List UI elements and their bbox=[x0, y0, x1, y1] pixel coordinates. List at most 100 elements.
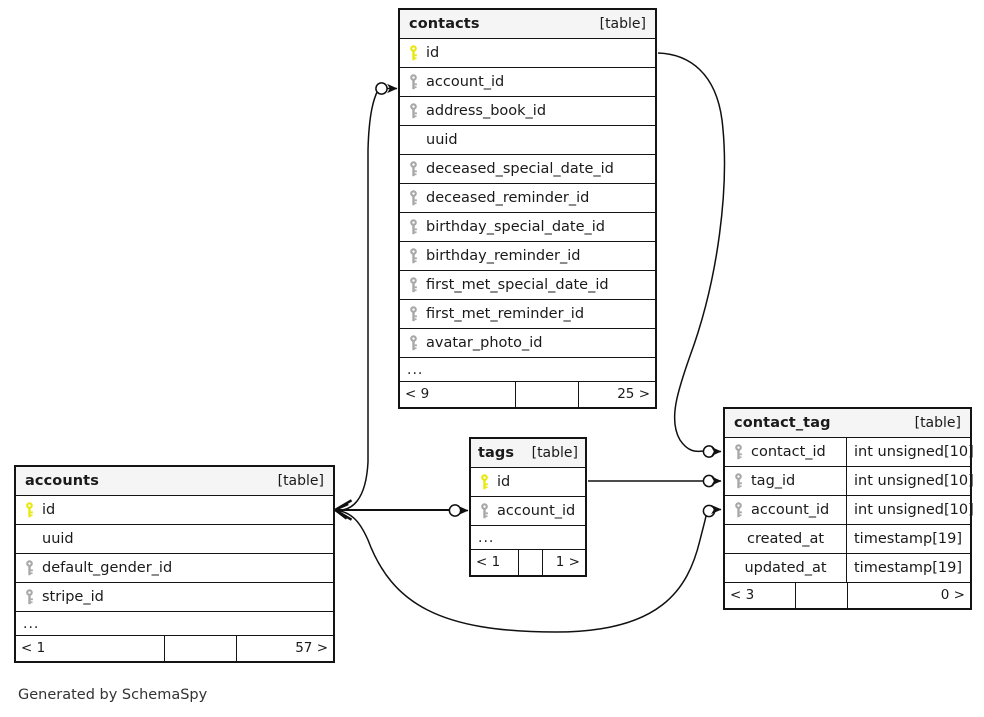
column-name: uuid bbox=[42, 530, 74, 547]
column-cell-contacts-avatar-photo-id: avatar_photo_id bbox=[400, 329, 655, 357]
table-row[interactable]: deceased_special_date_id bbox=[400, 155, 655, 184]
foreign-key-icon bbox=[26, 560, 33, 576]
table-row[interactable]: birthday_reminder_id bbox=[400, 242, 655, 271]
table-header-accounts: accounts [table] bbox=[16, 467, 333, 496]
incoming-relations-count[interactable]: < 9 bbox=[400, 382, 516, 407]
column-name: address_book_id bbox=[426, 102, 547, 119]
column-cell-contacts-uuid: uuid bbox=[400, 126, 655, 154]
table-node-contact-tag[interactable]: contact_tag [table] contact_id int unsig… bbox=[723, 407, 974, 610]
table-row[interactable]: stripe_id bbox=[16, 583, 333, 612]
table-footer-contacts: < 9 25 > bbox=[400, 382, 655, 407]
column-cell-contact-tag-tag-id: tag_id bbox=[725, 467, 846, 495]
column-name: updated_at bbox=[744, 559, 827, 576]
column-cell-tags-account-id: account_id bbox=[471, 497, 585, 525]
column-name: default_gender_id bbox=[42, 559, 173, 576]
column-type: timestamp[19] bbox=[846, 554, 970, 582]
foreign-key-icon bbox=[735, 473, 742, 489]
table-title-tags: tags bbox=[478, 444, 515, 461]
table-footer-contact-tag: < 3 0 > bbox=[725, 583, 970, 608]
table-row[interactable]: created_at timestamp[19] bbox=[725, 525, 970, 554]
incoming-relations-count[interactable]: < 1 bbox=[16, 636, 165, 661]
column-name: deceased_reminder_id bbox=[426, 189, 590, 206]
column-type: int unsigned[10] bbox=[846, 438, 974, 466]
column-name: deceased_special_date_id bbox=[426, 160, 614, 177]
column-name: first_met_reminder_id bbox=[426, 305, 585, 322]
column-cell-contact-tag-created-at: created_at bbox=[725, 525, 846, 553]
column-name: tag_id bbox=[751, 472, 796, 489]
outgoing-relations-count[interactable]: 0 > bbox=[940, 586, 965, 603]
table-title-contacts: contacts bbox=[409, 15, 480, 32]
column-name: birthday_special_date_id bbox=[426, 218, 606, 235]
generated-by-credit: Generated by SchemaSpy bbox=[18, 687, 208, 703]
outgoing-relations-count[interactable]: 25 > bbox=[617, 385, 650, 402]
primary-key-icon bbox=[26, 502, 33, 518]
foreign-key-icon bbox=[410, 190, 417, 206]
table-row[interactable]: uuid bbox=[16, 525, 333, 554]
column-name: stripe_id bbox=[42, 588, 104, 605]
outgoing-relations-count[interactable]: 57 > bbox=[295, 639, 328, 656]
table-row[interactable]: deceased_reminder_id bbox=[400, 184, 655, 213]
table-row[interactable]: updated_at timestamp[19] bbox=[725, 554, 970, 583]
table-kind-contacts: [table] bbox=[599, 16, 646, 32]
column-cell-contacts-address-book-id: address_book_id bbox=[400, 97, 655, 125]
table-row[interactable]: contact_id int unsigned[10] bbox=[725, 438, 974, 467]
table-row[interactable]: tag_id int unsigned[10] bbox=[725, 467, 974, 496]
column-name: account_id bbox=[751, 501, 830, 518]
column-cell-contacts-id: id bbox=[400, 39, 655, 67]
column-cell-contacts-first-met-reminder-id: first_met_reminder_id bbox=[400, 300, 655, 328]
column-name: uuid bbox=[426, 131, 458, 148]
incoming-relations-count[interactable]: < 1 bbox=[471, 550, 519, 575]
column-cell-accounts-stripe-id: stripe_id bbox=[16, 583, 333, 611]
table-row[interactable]: uuid bbox=[400, 126, 655, 155]
table-row[interactable]: account_id bbox=[400, 68, 655, 97]
column-name: created_at bbox=[746, 530, 825, 547]
foreign-key-icon bbox=[26, 589, 33, 605]
column-name: account_id bbox=[497, 502, 576, 519]
table-header-tags: tags [table] bbox=[471, 439, 585, 468]
foreign-key-icon bbox=[410, 103, 417, 119]
table-row[interactable]: id bbox=[400, 39, 655, 68]
table-title-contact-tag: contact_tag bbox=[734, 414, 831, 431]
table-row[interactable]: account_id bbox=[471, 497, 585, 526]
column-cell-contact-tag-contact-id: contact_id bbox=[725, 438, 846, 466]
table-row[interactable]: address_book_id bbox=[400, 97, 655, 126]
column-cell-contacts-birthday-reminder-id: birthday_reminder_id bbox=[400, 242, 655, 270]
table-row[interactable]: avatar_photo_id bbox=[400, 329, 655, 358]
column-cell-contact-tag-updated-at: updated_at bbox=[725, 554, 846, 582]
foreign-key-icon bbox=[410, 219, 417, 235]
column-cell-accounts-id: id bbox=[16, 496, 333, 524]
table-kind-contact-tag: [table] bbox=[914, 415, 961, 431]
column-name: id bbox=[497, 473, 511, 490]
footer-middle-cell bbox=[516, 382, 579, 407]
foreign-key-icon bbox=[481, 503, 488, 519]
column-type: int unsigned[10] bbox=[846, 496, 974, 524]
foreign-key-icon bbox=[410, 74, 417, 90]
column-name: first_met_special_date_id bbox=[426, 276, 609, 293]
table-row[interactable]: birthday_special_date_id bbox=[400, 213, 655, 242]
incoming-relations-count[interactable]: < 3 bbox=[725, 583, 796, 608]
table-kind-accounts: [table] bbox=[277, 473, 324, 489]
table-footer-tags: < 1 1 > bbox=[471, 550, 585, 575]
column-cell-contacts-deceased-reminder-id: deceased_reminder_id bbox=[400, 184, 655, 212]
table-row[interactable]: id bbox=[16, 496, 333, 525]
table-node-tags[interactable]: tags [table] id bbox=[469, 437, 587, 577]
footer-middle-cell bbox=[165, 636, 237, 661]
column-cell-accounts-uuid: uuid bbox=[16, 525, 333, 553]
table-node-contacts[interactable]: contacts [table] id bbox=[398, 8, 657, 409]
table-row[interactable]: first_met_reminder_id bbox=[400, 300, 655, 329]
column-cell-contacts-birthday-special-date-id: birthday_special_date_id bbox=[400, 213, 655, 241]
column-cell-contacts-account-id: account_id bbox=[400, 68, 655, 96]
footer-middle-cell bbox=[796, 583, 848, 608]
table-node-accounts[interactable]: accounts [table] id uuid bbox=[14, 465, 335, 663]
table-row[interactable]: account_id int unsigned[10] bbox=[725, 496, 974, 525]
table-footer-accounts: < 1 57 > bbox=[16, 636, 333, 661]
outgoing-relations-count[interactable]: 1 > bbox=[555, 553, 580, 570]
column-name: id bbox=[426, 44, 440, 61]
table-row[interactable]: first_met_special_date_id bbox=[400, 271, 655, 300]
table-row[interactable]: default_gender_id bbox=[16, 554, 333, 583]
edge-accounts-id-to-contacts-account-id bbox=[335, 89, 379, 510]
table-row[interactable]: id bbox=[471, 468, 585, 497]
table-header-contacts: contacts [table] bbox=[400, 10, 655, 39]
footer-middle-cell bbox=[519, 550, 543, 575]
